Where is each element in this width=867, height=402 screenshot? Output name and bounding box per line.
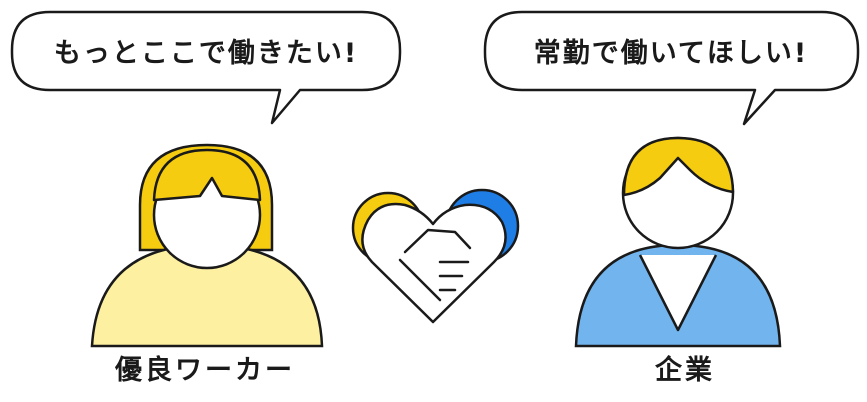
handshake-heart-icon xyxy=(351,188,520,324)
worker-caption: 優良ワーカー xyxy=(115,355,295,386)
worker-speech-text: もっとここで働きたい! xyxy=(53,38,359,69)
company-speech-text: 常勤で働いてほしい! xyxy=(533,38,809,69)
worker-hair-bangs xyxy=(152,148,262,202)
company-figure xyxy=(574,136,782,348)
worker-speech-bubble xyxy=(10,10,402,125)
company-collar xyxy=(638,254,718,332)
company-hair xyxy=(622,136,735,197)
company-caption: 企業 xyxy=(655,355,715,386)
worker-figure xyxy=(90,143,324,348)
company-speech-bubble xyxy=(483,10,860,126)
